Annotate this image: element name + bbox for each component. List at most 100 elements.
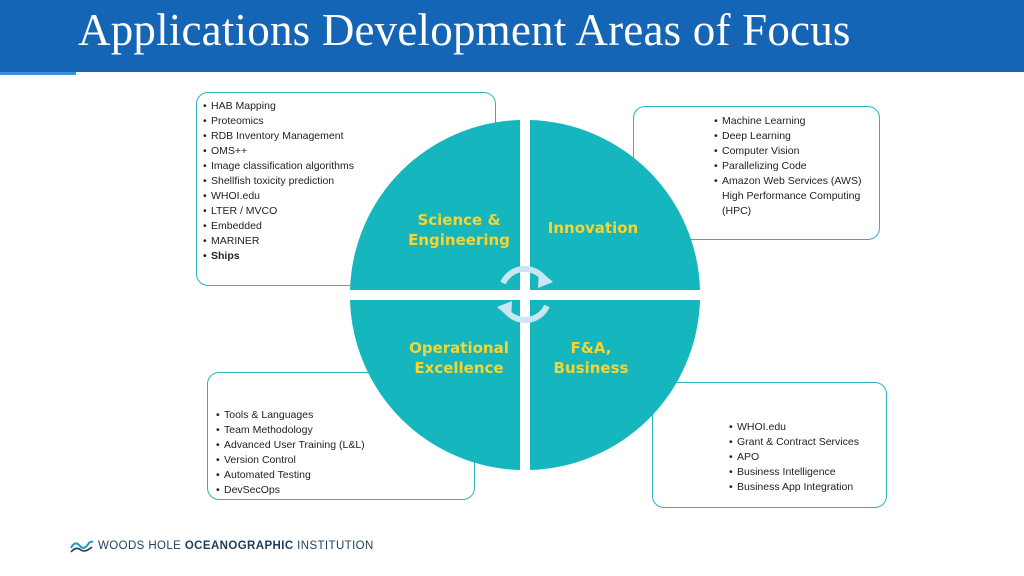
list-item: •Team Methodology: [216, 423, 474, 438]
list-item-text: Team Methodology: [224, 424, 313, 436]
fa-business-box: •WHOI.edu•Grant & Contract Services•APO•…: [652, 382, 887, 508]
label-innovation: Innovation: [518, 218, 668, 238]
list-item-text: LTER / MVCO: [211, 205, 278, 217]
list-item: • Business App Integration: [729, 480, 886, 495]
list-item-text: OMS++: [211, 145, 248, 157]
list-item-text: RDB Inventory Management: [211, 130, 344, 142]
list-item-text: Advanced User Training (L&L): [224, 439, 365, 451]
footer-institution-name: WOODS HOLE OCEANOGRAPHIC INSTITUTION: [98, 540, 374, 552]
label-opex-line2: Excellence: [414, 359, 504, 377]
bullet-icon: •: [714, 175, 718, 187]
list-item: • Deep Learning: [714, 129, 874, 144]
bullet-icon: •: [203, 250, 207, 262]
bullet-icon: •: [729, 466, 733, 478]
operational-excellence-list: •Tools & Languages•Team Methodology•Adva…: [216, 408, 474, 498]
list-item-text: Version Control: [224, 454, 296, 466]
bullet-icon: •: [714, 115, 718, 127]
bullet-icon: •: [729, 436, 733, 448]
slide-title: Applications Development Areas of Focus: [78, 5, 851, 55]
quadrant-fa-business: [530, 300, 700, 470]
bullet-icon: •: [729, 451, 733, 463]
whoi-wave-logo-icon: [70, 540, 94, 553]
list-item-text: Embedded: [211, 220, 262, 232]
bullet-icon: •: [203, 235, 207, 247]
list-item: •Tools & Languages: [216, 408, 474, 423]
list-item-text: Image classification algorithms: [211, 160, 354, 172]
list-item-text: Machine Learning: [722, 115, 806, 127]
label-opex-line1: Operational: [409, 339, 509, 357]
bullet-icon: •: [203, 175, 207, 187]
list-item-text: Tools & Languages: [224, 409, 314, 421]
bullet-icon: •: [203, 190, 207, 202]
quadrant-innovation: [530, 120, 700, 290]
list-item: •Ships: [203, 249, 495, 264]
cycle-arrowheads: [497, 270, 553, 319]
list-item-text: Grant & Contract Services: [737, 436, 859, 448]
list-item: • Image classification algorithms: [203, 159, 495, 174]
list-item: • Grant & Contract Services: [729, 435, 886, 450]
bullet-icon: •: [203, 115, 207, 127]
footer-logo-block: WOODS HOLE OCEANOGRAPHIC INSTITUTION: [70, 538, 374, 554]
list-item: • OMS++: [203, 144, 495, 159]
bullet-icon: •: [216, 439, 220, 451]
bullet-icon: •: [203, 145, 207, 157]
bullet-icon: •: [203, 100, 207, 112]
bullet-icon: •: [729, 481, 733, 493]
bullet-icon: •: [729, 421, 733, 433]
fa-business-list: •WHOI.edu•Grant & Contract Services•APO•…: [729, 420, 886, 495]
list-item-text: Amazon Web Services (AWS) High Performan…: [722, 175, 862, 217]
list-item-text: Deep Learning: [722, 130, 791, 142]
innovation-list: • Machine Learning • Deep Learning • Computer…: [714, 114, 874, 219]
label-science-line1: Science &: [417, 211, 501, 229]
list-item-text: Business App Integration: [737, 481, 854, 493]
footer-part1: WOODS HOLE: [98, 540, 185, 552]
bullet-icon: •: [203, 205, 207, 217]
label-science-line2: Engineering: [408, 231, 510, 249]
list-item: • RDB Inventory Management: [203, 129, 495, 144]
focus-wheel: [350, 120, 700, 470]
bullet-icon: •: [216, 484, 220, 496]
list-item: • HAB Mapping: [203, 99, 495, 114]
label-innovation-line1: Innovation: [547, 219, 639, 237]
title-bar-accent: [0, 72, 76, 75]
list-item: • Parallelizing Code: [714, 159, 874, 174]
list-item-text: Parallelizing Code: [722, 160, 807, 172]
quadrant-operational-excellence: [350, 300, 520, 470]
list-item-text: MARINER: [211, 235, 260, 247]
list-item-text: DevSecOps: [224, 484, 281, 496]
list-item: • Advanced User Training (L&L): [216, 438, 474, 453]
label-fa-business: F&A, Business: [516, 338, 666, 378]
bullet-icon: •: [216, 454, 220, 466]
bullet-icon: •: [714, 130, 718, 142]
list-item-text: Computer Vision: [722, 145, 800, 157]
list-item: •Proteomics: [203, 114, 495, 129]
list-item-text: Automated Testing: [224, 469, 311, 481]
list-item: • DevSecOps: [216, 483, 474, 498]
footer-part2: OCEANOGRAPHIC: [184, 540, 294, 552]
list-item: • Embedded: [203, 219, 495, 234]
list-item-text: Business Intelligence: [737, 466, 836, 478]
quadrant-science: [350, 120, 520, 290]
label-operational-excellence: Operational Excellence: [384, 338, 534, 378]
label-fa-line2: Business: [553, 359, 629, 377]
list-item-text: WHOI.edu: [211, 190, 261, 202]
label-fa-line1: F&A,: [570, 339, 612, 357]
bullet-icon: •: [714, 145, 718, 157]
bullet-icon: •: [203, 130, 207, 142]
list-item: • WHOI.edu: [729, 420, 886, 435]
label-science-engineering: Science & Engineering: [384, 210, 534, 250]
list-item: • APO: [729, 450, 886, 465]
list-item: • LTER / MVCO: [203, 204, 495, 219]
list-item: • MARINER: [203, 234, 495, 249]
bullet-icon: •: [203, 160, 207, 172]
list-item-text: WHOI.edu: [737, 421, 787, 433]
list-item: • Computer Vision: [714, 144, 874, 159]
list-item: • Machine Learning: [714, 114, 874, 129]
bullet-icon: •: [714, 160, 718, 172]
list-item-text: APO: [737, 451, 760, 463]
list-item: • Business Intelligence: [729, 465, 886, 480]
bullet-icon: •: [203, 220, 207, 232]
list-item: • Automated Testing: [216, 468, 474, 483]
list-item-text: HAB Mapping: [211, 100, 276, 112]
bullet-icon: •: [216, 469, 220, 481]
